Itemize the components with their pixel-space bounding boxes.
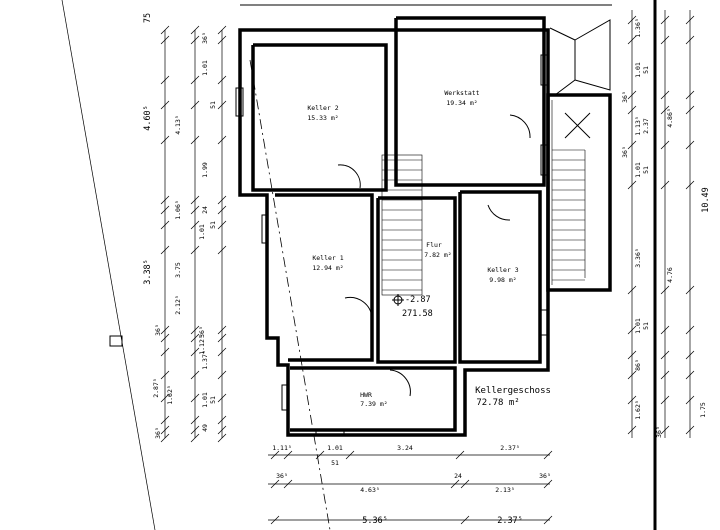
dim-right-inner: 1.01 <box>634 62 642 78</box>
level-height: 271.58 <box>402 309 433 319</box>
room-keller3-area: 9.98 m² <box>489 276 516 284</box>
section-line <box>249 59 331 530</box>
dim-bottom-row2: 4.63⁵ <box>360 486 380 494</box>
marker-square <box>109 335 123 347</box>
room-keller1-name: Keller 1 <box>312 254 343 262</box>
dim-bottom-row2: 2.13⁵ <box>495 486 515 494</box>
dim-bottom-row1: 1.01 <box>327 444 343 452</box>
dim-left-outer-top: 4.60⁵ <box>143 105 153 131</box>
room-hwr-name: HWR <box>360 391 372 399</box>
dim-left-inner: 49 <box>201 424 209 432</box>
windows <box>235 54 549 436</box>
dim-right-inner: 1.62⁵ <box>634 400 642 420</box>
room-keller2-name: Keller 2 <box>307 104 338 112</box>
dim-left-inner: 51 <box>209 221 217 229</box>
dim-left-inner: 1.37⁵ <box>201 350 209 370</box>
room-werkstatt-name: Werkstatt <box>444 89 479 97</box>
dim-right-inner: 2.37 <box>642 118 650 134</box>
dim-right-mid: 1.75 <box>699 402 707 418</box>
dim-left-inner: 1.12⁵ <box>198 335 206 355</box>
interior-walls <box>251 16 546 432</box>
dim-right-inner: 1.01 <box>634 318 642 334</box>
dim-left-mid: 1.06⁵ <box>174 200 182 220</box>
floor-label-area: 72.78 m² <box>476 398 519 408</box>
dims-left <box>160 25 227 443</box>
dim-top-left: 75 <box>143 13 153 23</box>
dim-left-inner: 1.62⁵ <box>166 385 174 405</box>
dim-left-mid: 3.75 <box>174 262 182 278</box>
dim-right-total: 10.49 <box>701 187 711 213</box>
dim-bottom-row2: 36⁵ <box>276 472 288 480</box>
dim-left-inner: 1.01 <box>201 60 209 76</box>
room-keller3-name: Keller 3 <box>487 266 518 274</box>
dim-right-inner: 1.36⁵ <box>634 18 642 38</box>
room-flur-name: Flur <box>426 241 442 249</box>
level-depth: -2.87 <box>405 295 431 305</box>
dim-left-inner: 1.01 <box>201 392 209 408</box>
dim-bottom-row1: 2.37⁵ <box>500 444 520 452</box>
dim-bottom-row3: 5.36⁵ <box>362 516 388 526</box>
room-keller2-area: 15.33 m² <box>307 114 338 122</box>
dims-right <box>627 10 695 438</box>
dim-left-inner: 36⁵ <box>198 326 206 338</box>
dim-bottom-row1: 3.24 <box>397 444 413 452</box>
dim-left-inner: 36⁵ <box>201 32 209 44</box>
dim-right-mid: 4.76 <box>666 267 674 283</box>
room-flur-area: 7.82 m² <box>424 251 451 259</box>
dim-left-inner: 24 <box>201 206 209 214</box>
dim-right-mid: 3.36⁵ <box>634 248 642 268</box>
dim-right-mid: 4.86⁵ <box>666 108 674 128</box>
dim-right-inner: 1.01 <box>634 162 642 178</box>
dim-bottom-row3: 2.37⁵ <box>497 516 523 526</box>
stair-landing-top <box>549 27 576 96</box>
stair-right <box>546 93 612 292</box>
doors <box>337 114 531 397</box>
dim-left-inner: 51 <box>209 101 217 109</box>
dim-left-inner: 1.01 <box>198 224 206 240</box>
dim-right-inner: 36⁵ <box>621 146 629 158</box>
dim-left-mid: 4.13⁵ <box>174 115 182 135</box>
dim-left-mid: 2.12⁵ <box>174 295 182 315</box>
dim-right-inner: 51 <box>642 322 650 330</box>
dim-right-inner: 36⁵ <box>655 426 663 438</box>
dim-left-inner: 36⁵ <box>154 324 162 336</box>
dim-bottom-row2: 36⁵ <box>539 472 551 480</box>
room-werkstatt-area: 19.34 m² <box>446 99 477 107</box>
lot-boundary-left <box>61 0 156 530</box>
dim-bottom-row1: 1.11⁵ <box>272 444 292 452</box>
dim-left-inner: 1.99 <box>201 162 209 178</box>
dim-right-inner: 51 <box>642 66 650 74</box>
dim-right-inner: 51 <box>642 166 650 174</box>
dim-bottom-row1b: 51 <box>331 459 339 467</box>
dim-left-outer-bottom: 3.38⁵ <box>143 259 153 285</box>
dims-bottom <box>268 450 553 525</box>
dim-left-inner: 51 <box>209 396 217 404</box>
exterior-walls <box>238 28 550 437</box>
room-hwr-area: 7.39 m² <box>360 400 387 408</box>
dim-right-inner: 1.13⁵ <box>634 116 642 136</box>
dim-left-mid: 2.87⁵ <box>152 378 160 398</box>
dim-right-inner: 36⁵ <box>621 91 629 103</box>
room-keller1-area: 12.94 m² <box>312 264 343 272</box>
dim-left-inner: 36⁵ <box>154 427 162 439</box>
dim-bottom-row2: 24 <box>454 472 462 480</box>
floor-label-name: Kellergeschoss <box>475 386 551 396</box>
dim-right-inner: 86⁵ <box>634 359 642 371</box>
stair-center <box>381 154 423 296</box>
